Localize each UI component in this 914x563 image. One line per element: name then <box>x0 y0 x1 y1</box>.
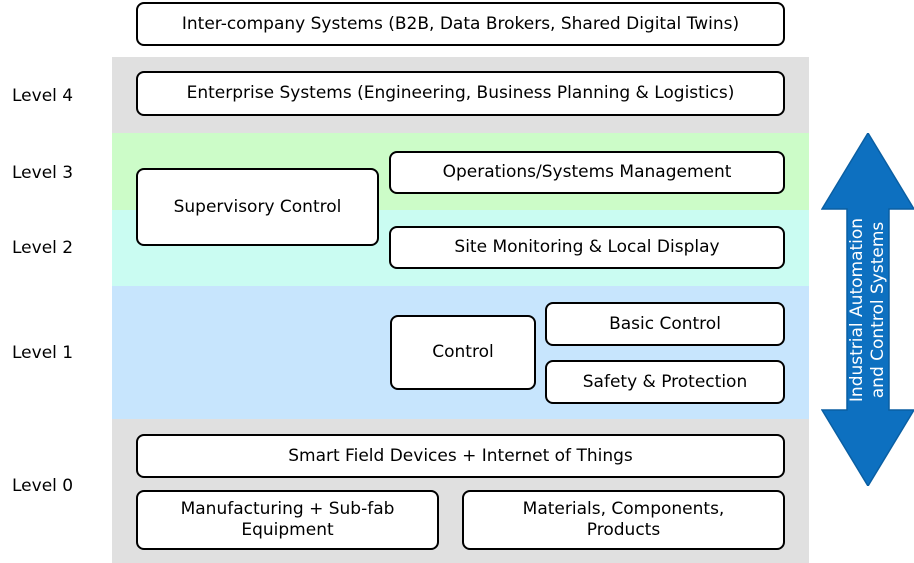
inter-company-systems-box: Inter-company Systems (B2B, Data Brokers… <box>136 2 785 46</box>
materials-products-box: Materials, Components, Products <box>462 490 785 550</box>
control-box: Control <box>390 315 536 390</box>
double-arrow-icon <box>821 133 914 486</box>
level-1-label: Level 1 <box>12 343 74 363</box>
level-0-label: Level 0 <box>12 476 74 496</box>
safety-protection-box: Safety & Protection <box>545 360 785 404</box>
manufacturing-equipment-box: Manufacturing + Sub-fab Equipment <box>136 490 439 550</box>
level-3-label: Level 3 <box>12 163 74 183</box>
enterprise-systems-box: Enterprise Systems (Engineering, Busines… <box>136 71 785 116</box>
basic-control-box: Basic Control <box>545 302 785 346</box>
operations-management-box: Operations/Systems Management <box>389 151 785 194</box>
arrow-shape <box>821 133 914 486</box>
level-2-label: Level 2 <box>12 238 74 258</box>
level-4-label: Level 4 <box>12 86 74 106</box>
arrow-label: Industrial Automation and Control System… <box>847 217 888 403</box>
site-monitoring-box: Site Monitoring & Local Display <box>389 226 785 269</box>
smart-field-devices-box: Smart Field Devices + Internet of Things <box>136 434 785 478</box>
supervisory-control-box: Supervisory Control <box>136 168 379 246</box>
